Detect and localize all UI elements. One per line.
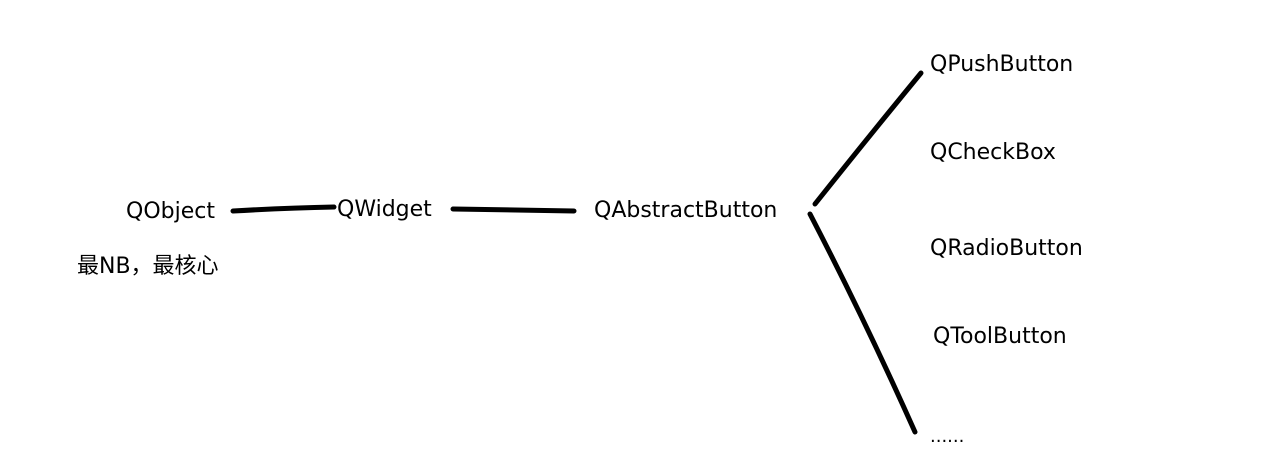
node-qtoolbutton: QToolButton <box>933 324 1067 349</box>
node-more: ...... <box>930 426 965 447</box>
edge-qabstractbutton-qpushbutton <box>812 70 924 207</box>
node-qpushbutton: QPushButton <box>930 52 1074 77</box>
node-qwidget: QWidget <box>337 197 432 222</box>
node-qabstractbutton: QAbstractButton <box>594 198 778 223</box>
qobject-note: 最NB，最核心 <box>77 254 219 279</box>
node-qcheckbox: QCheckBox <box>930 140 1056 165</box>
node-qobject: QObject <box>126 199 215 224</box>
edge-qwidget-qabstractbutton <box>450 206 577 214</box>
node-qradiobutton: QRadioButton <box>930 236 1083 261</box>
edge-qabstractbutton-more <box>807 211 918 435</box>
edge-qobject-qwidget <box>230 204 337 214</box>
